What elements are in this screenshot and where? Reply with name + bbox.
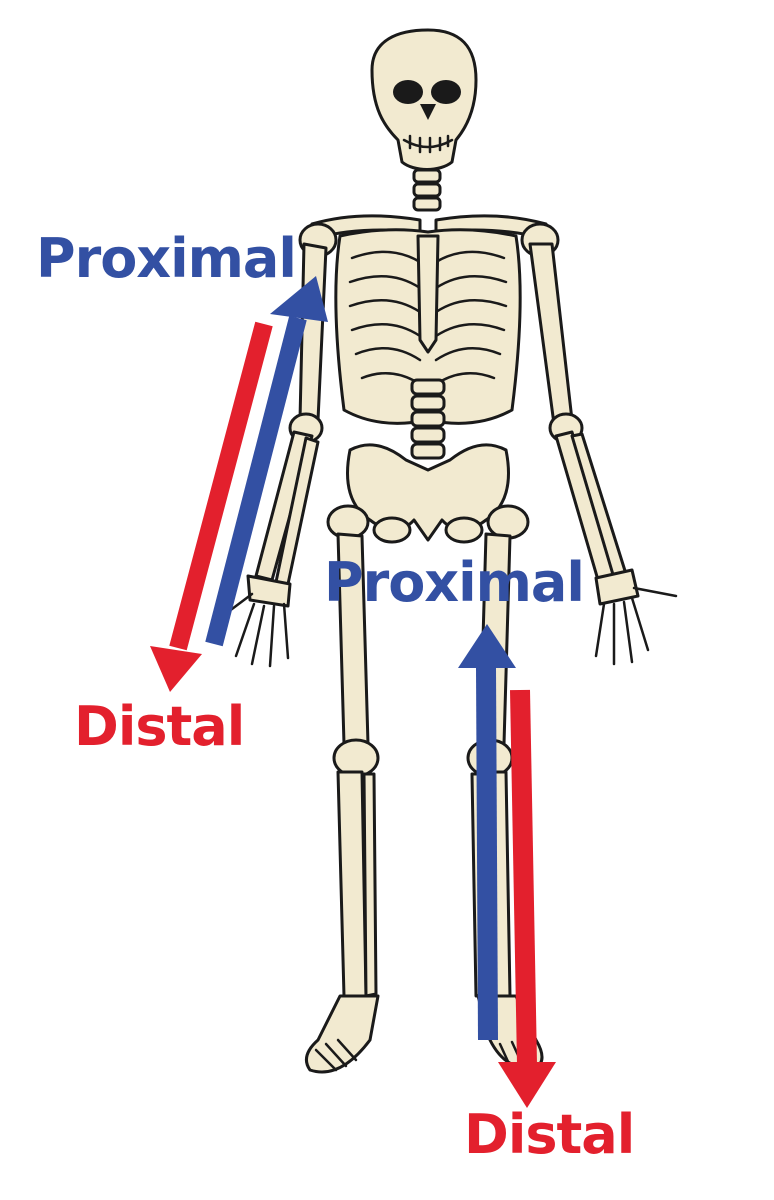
proximal-label-leg: Proximal	[324, 551, 585, 614]
arm-proximal-arrow	[205, 276, 328, 647]
proximal-label-arm: Proximal	[36, 227, 297, 290]
distal-label-leg: Distal	[464, 1103, 635, 1166]
distal-label-arm: Distal	[74, 695, 245, 758]
left-leg	[304, 532, 380, 1074]
lumbar-spine	[410, 378, 446, 460]
leg-proximal-arrow	[458, 624, 516, 1041]
arm-distal-arrow	[150, 321, 273, 692]
leg-distal-arrow	[498, 689, 556, 1108]
skull	[370, 28, 478, 171]
right-arm	[528, 242, 678, 666]
pelvis	[326, 443, 530, 544]
cervical-spine	[412, 168, 442, 212]
